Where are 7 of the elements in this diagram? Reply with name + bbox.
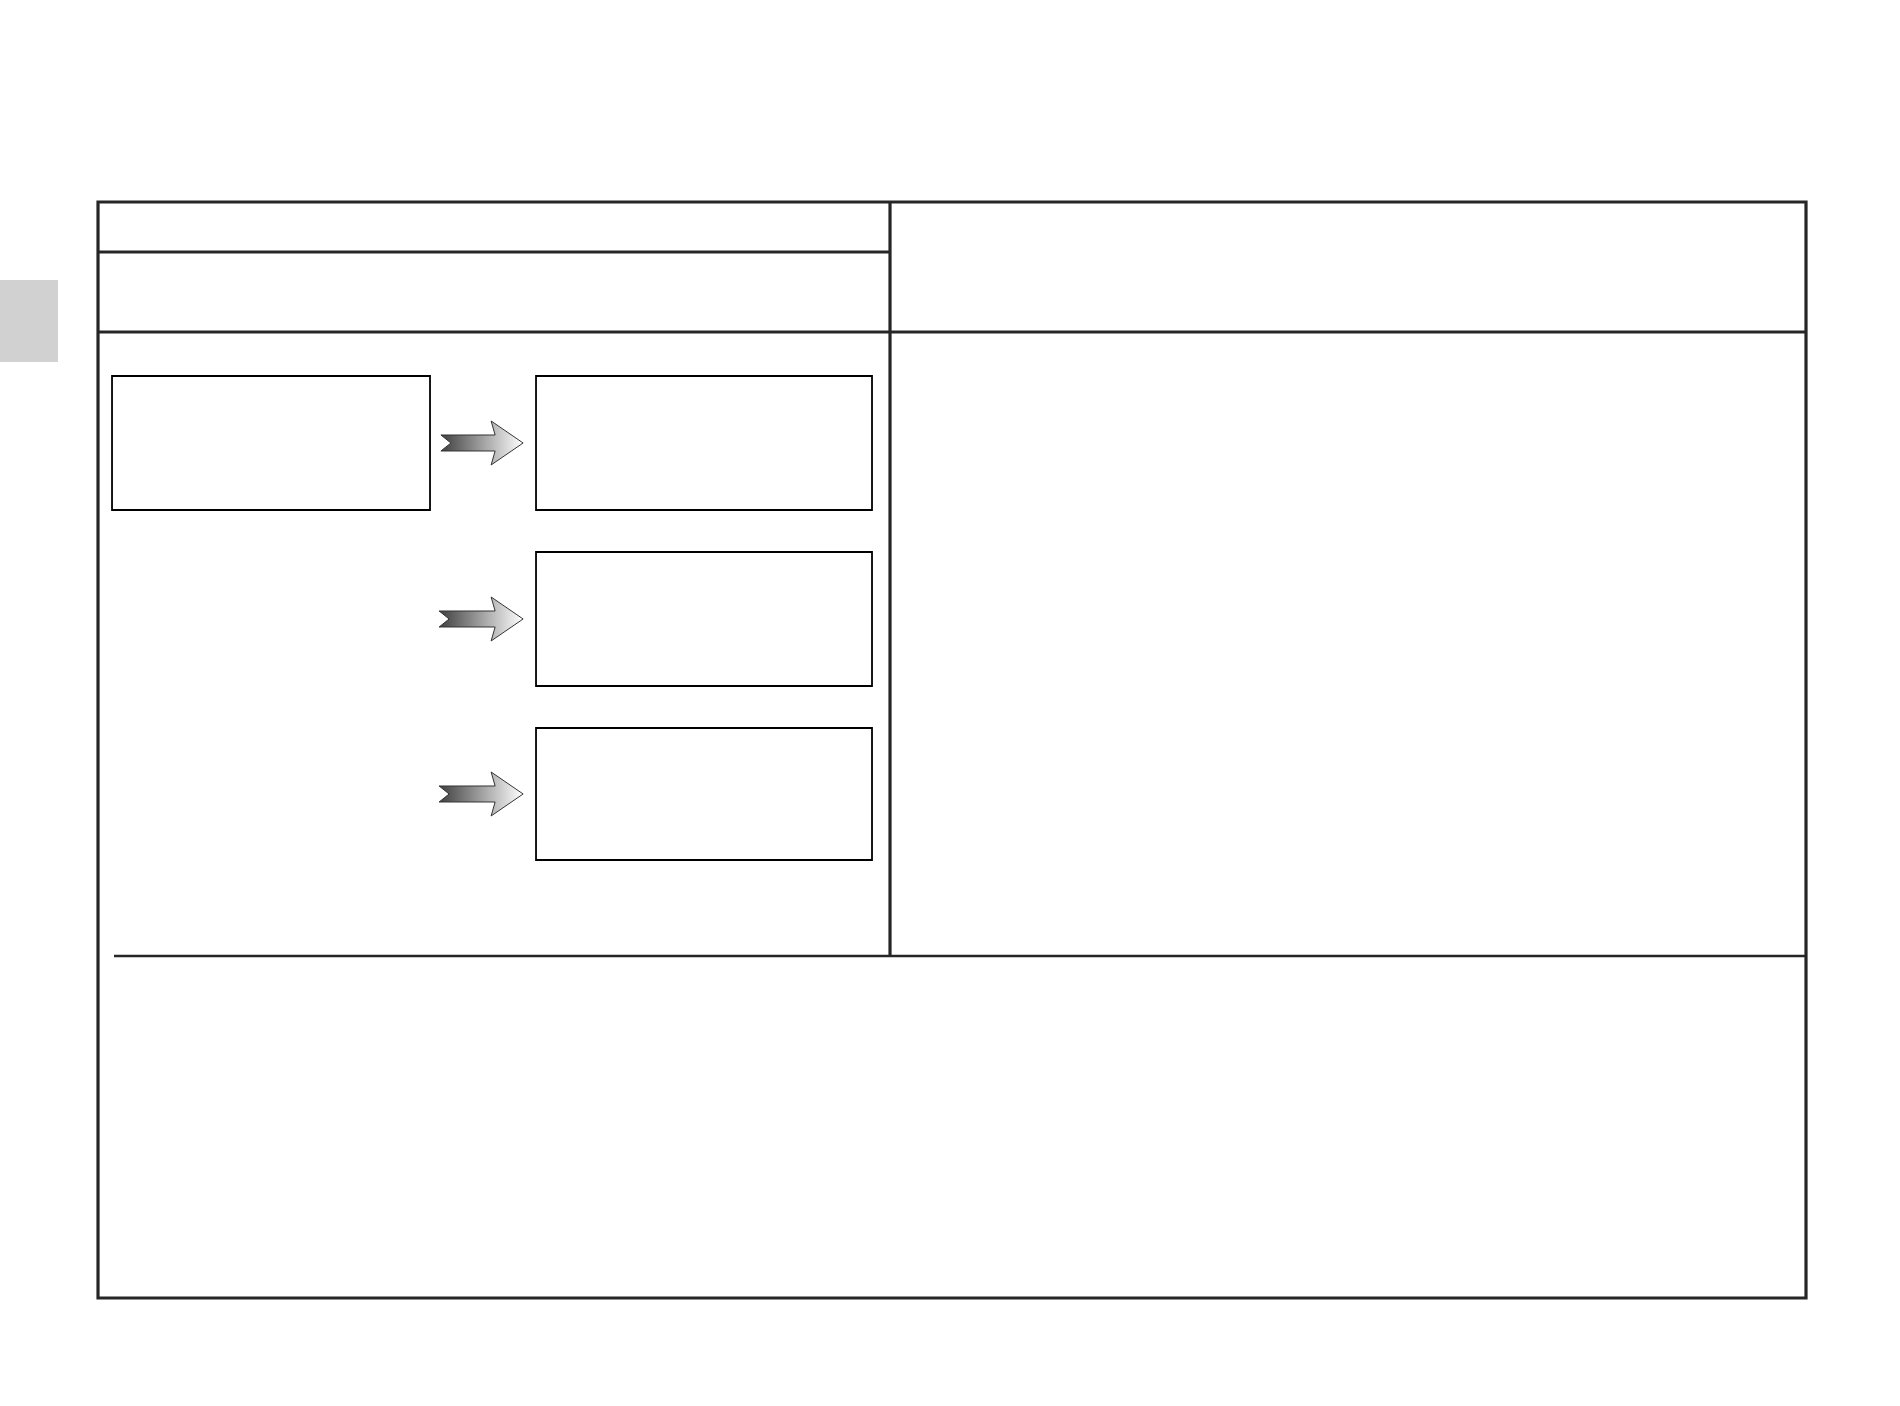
block-arrow <box>438 771 524 817</box>
blank-box <box>535 551 873 687</box>
blank-box <box>111 375 431 511</box>
block-arrow <box>440 420 524 466</box>
blank-box <box>535 727 873 861</box>
blank-box <box>535 375 873 511</box>
block-arrow <box>438 596 524 642</box>
